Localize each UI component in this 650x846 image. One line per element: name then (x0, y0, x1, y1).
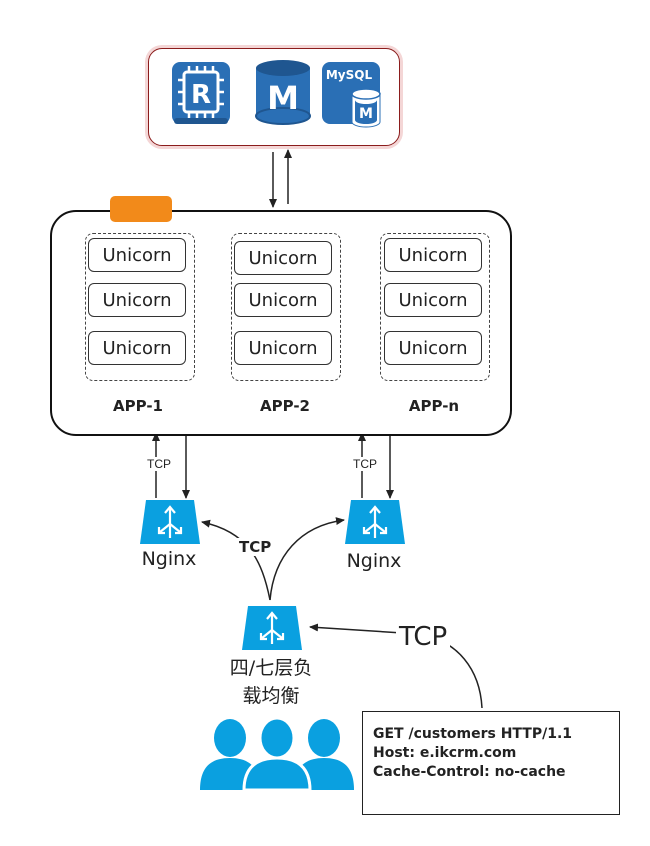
app-group-1 (85, 233, 195, 381)
unicorn-worker: Unicorn (384, 283, 482, 317)
mysql-letter: M (359, 106, 373, 122)
arrow-lb-to-nginx2 (269, 517, 345, 601)
request-host-header: Host: e.ikcrm.com (373, 745, 517, 761)
unicorn-worker: Unicorn (234, 331, 332, 365)
mysql-icon: MySQL M (322, 62, 381, 128)
container-tab (110, 196, 172, 222)
load-balancer-icon (242, 606, 302, 650)
redis-icon: R (172, 62, 230, 124)
request-cache-header: Cache-Control: no-cache (373, 764, 566, 780)
tcp-label-client: TCP (396, 622, 451, 652)
unicorn-worker: Unicorn (234, 241, 332, 275)
redis-letter: R (191, 80, 211, 110)
app-label-1: APP-1 (113, 397, 163, 415)
nginx-icon-1 (140, 500, 200, 544)
unicorn-worker: Unicorn (384, 331, 482, 365)
mongodb-icon: M (255, 60, 311, 125)
nginx-label-2: Nginx (346, 550, 402, 572)
app-group-n (380, 233, 490, 381)
tcp-label-mid: TCP (237, 538, 274, 556)
unicorn-worker: Unicorn (234, 283, 332, 317)
tcp-label-right: TCP (352, 457, 378, 471)
load-balancer-label-2: 载均衡 (242, 685, 300, 707)
http-request-box: GET /customers HTTP/1.1 Host: e.ikcrm.co… (362, 711, 620, 815)
unicorn-worker: Unicorn (88, 331, 186, 365)
nginx-icon-2 (345, 500, 405, 544)
request-line: GET /customers HTTP/1.1 (373, 726, 573, 742)
app-label-n: APP-n (408, 397, 460, 415)
nginx-label-1: Nginx (141, 548, 197, 570)
mysql-text: MySQL (326, 68, 373, 82)
load-balancer-label-1: 四/七层负 (229, 657, 313, 679)
unicorn-worker: Unicorn (384, 238, 482, 272)
mongodb-letter: M (267, 79, 299, 117)
app-group-2 (231, 233, 341, 381)
users-icon (200, 718, 354, 790)
tcp-label-left: TCP (146, 457, 172, 471)
app-label-2: APP-2 (260, 397, 310, 415)
unicorn-worker: Unicorn (88, 238, 186, 272)
unicorn-worker: Unicorn (88, 283, 186, 317)
